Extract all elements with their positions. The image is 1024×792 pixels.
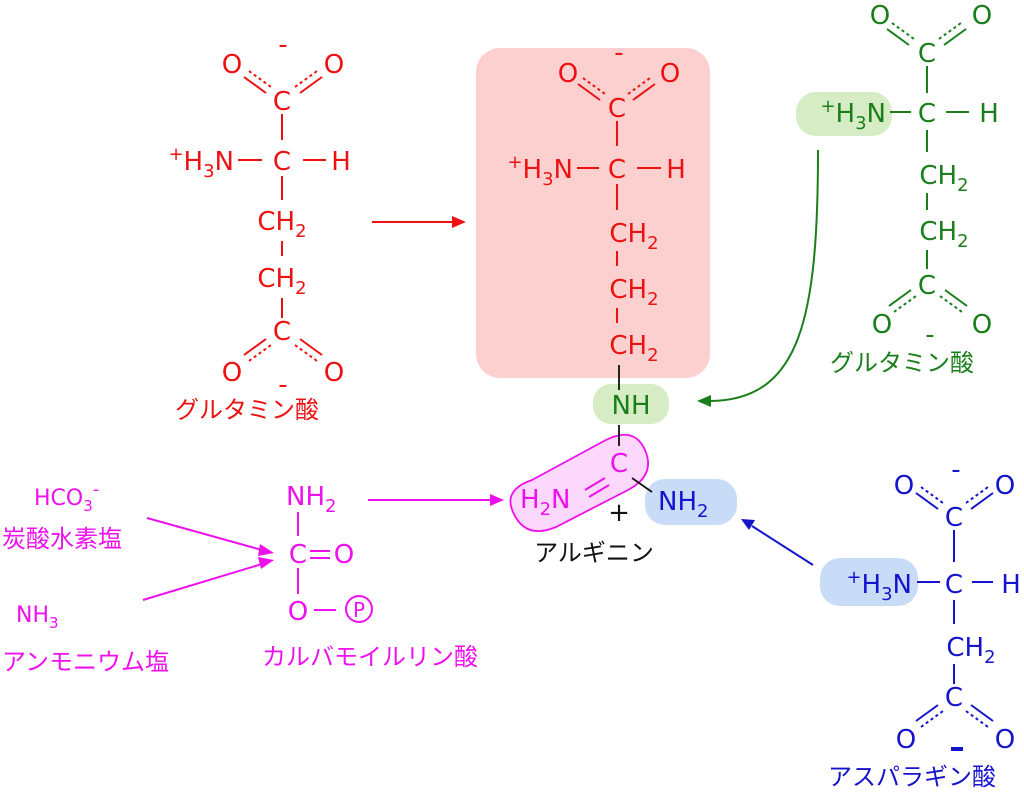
carboxylate-charge: - xyxy=(923,0,932,13)
ch2-group: CH2 xyxy=(609,219,658,254)
ch2-group: CH2 xyxy=(609,275,658,310)
atom-h: H xyxy=(979,99,999,129)
atom-o: O xyxy=(896,725,916,755)
carboxylate-charge xyxy=(951,747,963,751)
atom-o: O xyxy=(222,358,242,388)
bicarbonate-label: 炭酸水素塩 xyxy=(2,525,122,553)
arginine-core: NH C H2N + NH2 アルギニン xyxy=(520,365,708,567)
arrow-glutamine-amino-to-nh xyxy=(697,149,819,407)
atom-c: C xyxy=(918,99,936,129)
atom-c: C xyxy=(945,570,963,600)
ch2-group: CH2 xyxy=(946,633,995,668)
carbamoyl-phosphate-label: カルバモイルリン酸 xyxy=(262,643,478,671)
asparagine-label: アスパラギン酸 xyxy=(828,763,996,791)
atom-c: C xyxy=(608,94,626,124)
atom-o: O xyxy=(558,59,578,89)
atom-o: O xyxy=(995,725,1015,755)
bicarbonate-formula: HCO3- xyxy=(34,479,99,515)
plus-charge: + xyxy=(608,498,630,528)
ch2-group: CH2 xyxy=(919,217,968,252)
carboxylate-charge: - xyxy=(951,455,960,485)
arrow-glutamine-to-arginine xyxy=(372,216,466,228)
carboxylate-charge: - xyxy=(925,320,934,350)
atom-o: O xyxy=(872,310,892,340)
ammonia-formula: NH3 xyxy=(16,603,59,632)
arrow-aspartate-to-nh2 xyxy=(741,519,814,566)
atom-c: C xyxy=(945,503,963,533)
glutamine-left-label: グルタミン酸 xyxy=(175,396,319,424)
atom-o: O xyxy=(894,471,914,501)
arrow-head xyxy=(490,494,504,506)
nh2-group: NH2 xyxy=(658,487,708,522)
ch2-group: CH2 xyxy=(919,161,968,196)
atom-c: C xyxy=(918,39,936,69)
h2n-c-highlight xyxy=(509,433,649,532)
atom-o: O xyxy=(870,1,890,31)
ch2-group: CH2 xyxy=(257,264,306,299)
atom-h: H xyxy=(331,147,351,177)
atom-o: O xyxy=(324,358,344,388)
ammonium-label: アンモニウム塩 xyxy=(2,648,169,676)
atom-c: C xyxy=(273,147,291,177)
atom-c: C xyxy=(289,540,307,570)
atom-c: C xyxy=(610,449,628,479)
nh2-group: NH2 xyxy=(286,482,336,517)
atom-o: O xyxy=(972,1,992,31)
atom-o: O xyxy=(288,597,308,627)
arrow-head xyxy=(258,544,274,556)
h2n-group: H2N xyxy=(520,485,570,520)
nh-highlight xyxy=(593,384,669,424)
glutamine-right-structure: O - O C +H3N C H CH2 CH2 C O O - グルタミン酸 xyxy=(820,0,998,377)
glutamine-left-structure: O - O C +H3N C H CH2 CH2 C O O - グルタミン酸 xyxy=(168,30,350,424)
carboxylate-charge: - xyxy=(278,370,287,400)
atom-o: O xyxy=(222,50,242,80)
phosphate-symbol: P xyxy=(353,598,365,622)
carboxylate-charge: - xyxy=(614,38,623,68)
atom-h: H xyxy=(666,155,686,185)
atom-o: O xyxy=(334,540,354,570)
arrow-head xyxy=(258,557,274,569)
atom-c: C xyxy=(945,683,963,713)
atom-o: O xyxy=(972,310,992,340)
atom-h: H xyxy=(1001,570,1021,600)
atom-c: C xyxy=(273,87,291,117)
atom-o: O xyxy=(995,471,1015,501)
glutamine-center-structure: O - O C +H3N C H CH2 CH2 CH2 xyxy=(507,38,685,366)
atom-o: O xyxy=(660,59,680,89)
atom-c: C xyxy=(918,271,936,301)
amino-group: +H3N xyxy=(507,152,573,190)
nh3-blue-highlight xyxy=(820,558,918,606)
atom-o: O xyxy=(324,50,344,80)
phosphate-circle xyxy=(345,595,373,623)
glutamine-backbone-highlight xyxy=(476,48,710,378)
ch2-group: CH2 xyxy=(609,331,658,366)
nh3-green-highlight xyxy=(796,92,892,136)
carboxylate-charge: - xyxy=(278,30,287,60)
glutamine-right-label: グルタミン酸 xyxy=(830,349,974,377)
aspartate-structure: O - O C +H3N C H CH2 C O O アスパラギン酸 xyxy=(828,455,1021,791)
nh2-blue-highlight xyxy=(645,479,737,525)
amino-group: +H3N xyxy=(846,567,912,605)
amino-group: +H3N xyxy=(168,144,234,182)
arginine-label: アルギニン xyxy=(534,539,654,567)
carbamoyl-phosphate-section: HCO3- 炭酸水素塩 NH3 アンモニウム塩 NH2 C O O P カルバモ… xyxy=(2,479,504,676)
ch2-group: CH2 xyxy=(257,207,306,242)
atom-c: C xyxy=(273,317,291,347)
atom-c: C xyxy=(608,155,626,185)
amino-group: +H3N xyxy=(820,96,886,134)
nh-group: NH xyxy=(612,391,651,421)
